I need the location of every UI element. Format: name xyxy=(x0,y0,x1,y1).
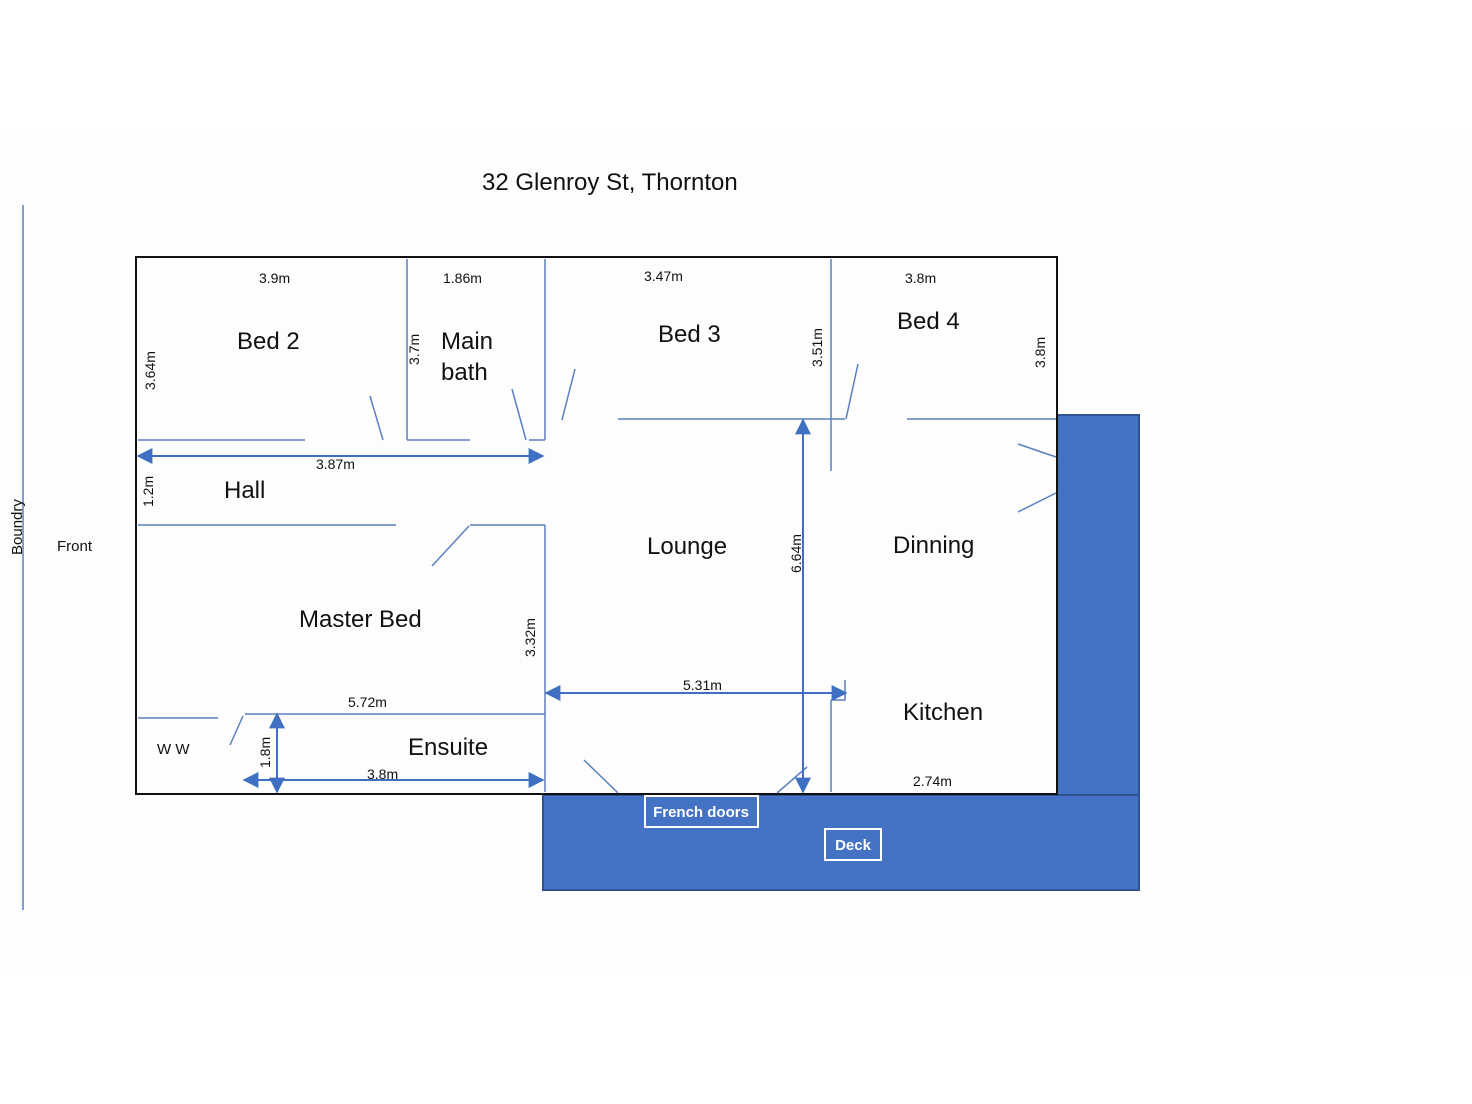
dim-hall-length: 3.87m xyxy=(316,456,355,472)
room-main-bath-line1: Main xyxy=(441,328,493,355)
room-bed2: Bed 2 xyxy=(237,328,300,355)
deck-badge: Deck xyxy=(824,828,882,861)
dim-bed4-width: 3.8m xyxy=(905,270,936,286)
room-kitchen: Kitchen xyxy=(903,699,983,726)
front-label: Front xyxy=(57,538,93,555)
dim-bed4-height: 3.8m xyxy=(1032,337,1048,368)
room-hall: Hall xyxy=(224,477,265,504)
dim-lounge-width: 5.31m xyxy=(683,677,722,693)
deck-label: Deck xyxy=(835,837,872,854)
dim-ensuite-width: 3.8m xyxy=(367,766,398,782)
dim-master-height: 3.32m xyxy=(522,618,538,657)
dim-lounge-height: 6.64m xyxy=(788,534,804,573)
room-main-bath-line2: bath xyxy=(441,359,488,386)
room-bed3: Bed 3 xyxy=(658,321,721,348)
french-doors-label: French doors xyxy=(653,804,749,821)
dim-bed3-width: 3.47m xyxy=(644,268,683,284)
dim-bath-height: 3.7m xyxy=(406,334,422,365)
room-master-bed: Master Bed xyxy=(299,606,422,633)
plan-title: 32 Glenroy St, Thornton xyxy=(482,169,738,196)
dim-bed2-width: 3.9m xyxy=(259,270,290,286)
dim-master-width: 5.72m xyxy=(348,694,387,710)
room-lounge: Lounge xyxy=(647,533,727,560)
room-dinning: Dinning xyxy=(893,532,974,559)
dimension-arrows xyxy=(136,418,848,794)
dim-ensuite-height: 1.8m xyxy=(257,737,273,768)
door-swings xyxy=(229,363,1057,794)
room-bed4: Bed 4 xyxy=(897,308,960,335)
dim-hall-width: 1.2m xyxy=(140,476,156,507)
boundary-label: Boundry xyxy=(9,499,26,555)
room-ww: W W xyxy=(157,741,190,758)
house-outline xyxy=(135,256,1058,795)
french-doors-badge: French doors xyxy=(644,795,759,828)
dim-bed3-height: 3.51m xyxy=(809,328,825,367)
room-ensuite: Ensuite xyxy=(408,734,488,761)
dim-bath-width: 1.86m xyxy=(443,270,482,286)
dim-kitchen-width: 2.74m xyxy=(913,773,952,789)
dim-bed2-height: 3.64m xyxy=(142,351,158,390)
deck-side xyxy=(1056,414,1140,796)
